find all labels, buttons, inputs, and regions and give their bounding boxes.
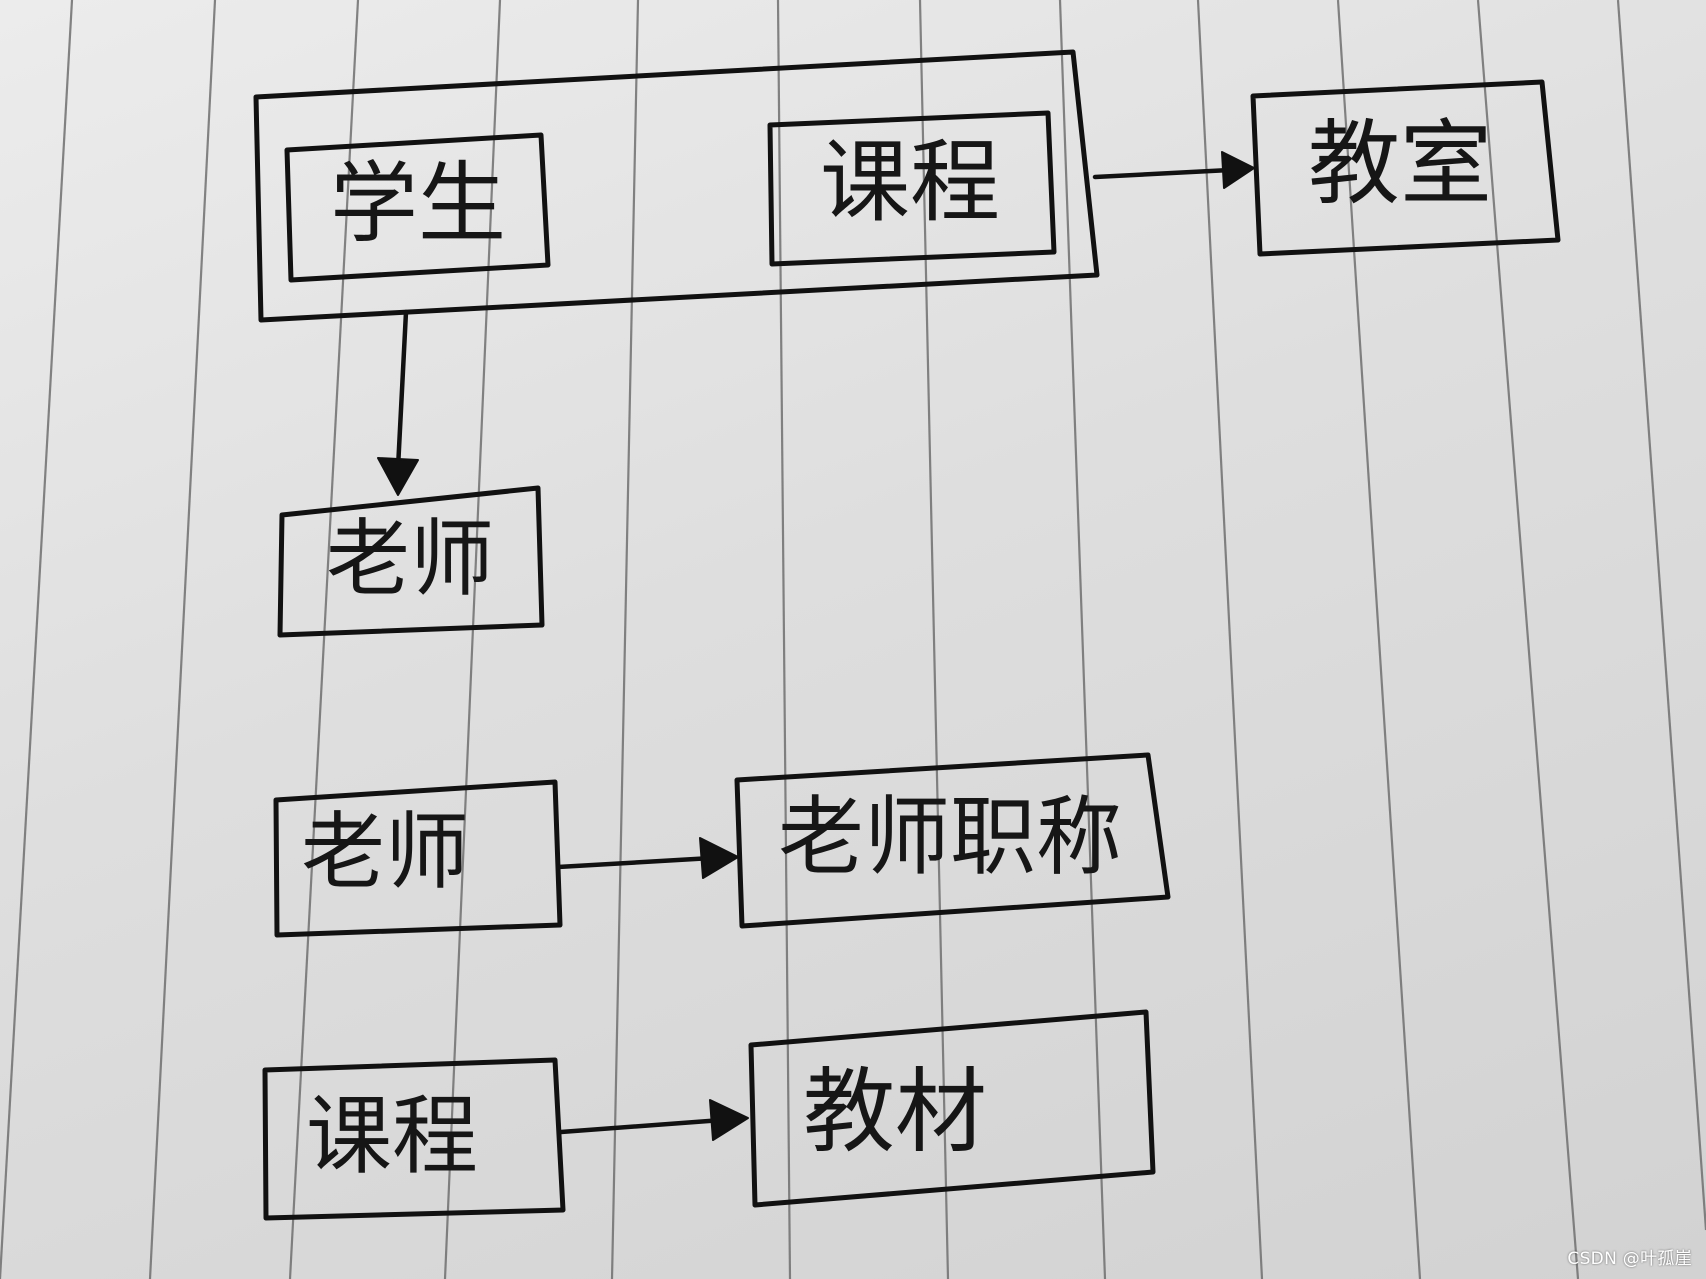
arrow-group-to-classroom bbox=[1092, 151, 1255, 189]
ruled-line bbox=[288, 0, 360, 1279]
node-course-bottom-label: 课程 bbox=[306, 1087, 478, 1187]
arrow-line bbox=[558, 1117, 725, 1135]
node-textbook: 教材 bbox=[748, 1009, 1156, 1208]
arrow-head bbox=[377, 457, 419, 496]
arrow-teacher-to-title bbox=[555, 837, 739, 879]
node-teacher-title: 老师职称 bbox=[734, 752, 1171, 929]
arrow-head bbox=[709, 1099, 749, 1141]
ruled-line bbox=[148, 0, 217, 1279]
node-student-label: 学生 bbox=[330, 152, 506, 255]
ruled-line bbox=[1336, 0, 1422, 1279]
group-box-student-course bbox=[253, 49, 1100, 323]
arrow-group-to-teacher bbox=[377, 309, 419, 496]
node-teacher-top: 老师 bbox=[277, 485, 545, 638]
node-teacher-top-box bbox=[277, 485, 545, 638]
node-classroom-label: 教室 bbox=[1308, 111, 1492, 218]
arrow-line bbox=[555, 855, 715, 870]
arrow-course-to-textbook bbox=[558, 1099, 749, 1141]
watermark-text: CSDN @叶孤崖 bbox=[1567, 1249, 1692, 1269]
arrow-head bbox=[1221, 151, 1255, 189]
node-classroom: 教室 bbox=[1250, 79, 1561, 257]
node-teacher-top-label: 老师 bbox=[326, 510, 494, 608]
ruled-line bbox=[0, 0, 74, 1279]
arrow-line bbox=[395, 309, 409, 471]
ruled-line bbox=[1058, 0, 1107, 1279]
node-course-top-box bbox=[767, 110, 1057, 267]
node-classroom-box bbox=[1250, 79, 1561, 257]
ruled-line bbox=[1196, 0, 1264, 1279]
node-teacher-title-box bbox=[734, 752, 1171, 929]
node-textbook-box bbox=[748, 1009, 1156, 1208]
node-student: 学生 bbox=[284, 132, 551, 283]
node-course-top-label: 课程 bbox=[820, 130, 1000, 235]
node-course-bottom-box bbox=[262, 1057, 566, 1221]
node-teacher-title-label: 老师职称 bbox=[778, 788, 1122, 888]
ruled-line bbox=[1616, 0, 1706, 1231]
node-teacher-mid-box bbox=[273, 779, 563, 938]
node-teacher-mid: 老师 bbox=[273, 779, 563, 938]
node-course-bottom: 课程 bbox=[262, 1057, 566, 1221]
node-teacher-mid-label: 老师 bbox=[301, 803, 469, 901]
arrow-head bbox=[699, 837, 739, 879]
ruled-line bbox=[1476, 0, 1580, 1279]
ruled-line bbox=[776, 0, 792, 1279]
ruled-line bbox=[610, 0, 640, 1279]
node-textbook-label: 教材 bbox=[803, 1059, 987, 1166]
node-student-box bbox=[284, 132, 551, 283]
ruled-line bbox=[918, 0, 950, 1279]
arrow-line bbox=[1092, 167, 1233, 180]
node-course-top: 课程 bbox=[767, 110, 1057, 267]
